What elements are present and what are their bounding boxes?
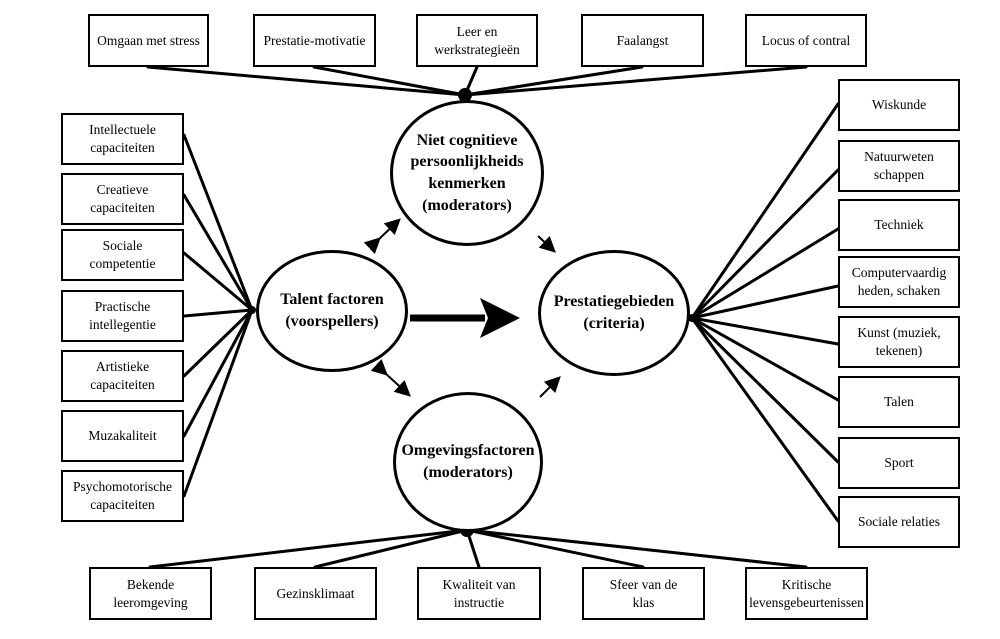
- top-box-locus-of-control: Locus of contral: [745, 14, 867, 67]
- top-hub-dot: [458, 88, 472, 102]
- prestatiegebieden-label: Prestatiegebieden (criteria): [553, 293, 675, 332]
- top-box-leer-en-werkstrategieen: Leer en werkstrategieën: [416, 14, 538, 67]
- left-box-intellectuele-capaciteiten: Intellectuele capaciteiten: [61, 113, 184, 165]
- bottom-box-kritische-levensgebeurtenissen: Kritische levensgebeurtenissen: [745, 567, 868, 620]
- top-box-faalangst: Faalangst: [581, 14, 704, 67]
- right-box-techniek: Techniek: [838, 199, 960, 251]
- left-box-psychomotorische-capaciteiten: Psychomotorische capaciteiten: [61, 470, 184, 522]
- top-box-prestatie-motivatie: Prestatie-motivatie: [253, 14, 376, 67]
- right-connector-line-7: [690, 316, 840, 523]
- circle-omgevingsfactoren: Omgevingsfactoren (moderators): [393, 392, 543, 532]
- arrow-environment-to-prestatie: [539, 376, 561, 398]
- left-box-sociale-competentie: Sociale competentie: [61, 229, 184, 281]
- top-connector-line-4: [463, 65, 808, 97]
- right-box-sport: Sport: [838, 437, 960, 489]
- left-connector-line-4: [182, 308, 254, 378]
- right-box-sociale-relaties: Sociale relaties: [838, 496, 960, 548]
- talent-factoren-label: Talent factoren (voorspellers): [280, 291, 384, 330]
- left-box-practische-intellegentie: Practische intellegentie: [61, 290, 184, 342]
- top-connector-line-0: [146, 65, 467, 97]
- circle-talent-factoren: Talent factoren (voorspellers): [256, 250, 408, 372]
- top-connector-line-3: [463, 65, 644, 97]
- right-box-wiskunde: Wiskunde: [838, 79, 960, 131]
- arrow-noncognitive-to-prestatie: [537, 235, 556, 253]
- niet-cognitieve-label: Niet cognitieve persoonlijkheids kenmerk…: [410, 131, 524, 214]
- right-connector-line-2: [690, 227, 840, 320]
- top-box-omgaan-met-stress: Omgaan met stress: [88, 14, 209, 67]
- right-box-kunst: Kunst (muziek, tekenen): [838, 316, 960, 368]
- right-connector-line-5: [690, 316, 840, 402]
- right-connector-line-3: [690, 284, 840, 320]
- right-connector-line-6: [690, 316, 840, 464]
- main-arrow-head: [480, 298, 520, 338]
- bottom-box-kwaliteit-van-instructie: Kwaliteit van instructie: [417, 567, 541, 620]
- bottom-box-gezinsklimaat: Gezinsklimaat: [254, 567, 377, 620]
- right-hub-dot: [688, 314, 696, 322]
- bottom-connector-line-4: [465, 528, 808, 569]
- bottom-connector-line-3: [465, 528, 645, 569]
- double-arrow-talent-environment: [370, 359, 411, 397]
- top-connector-line-1: [312, 65, 467, 97]
- left-box-artistieke-capaciteiten: Artistieke capaciteiten: [61, 350, 184, 402]
- left-hub-dot: [248, 306, 256, 314]
- left-connector-line-0: [182, 133, 254, 312]
- bottom-box-sfeer-van-de-klas: Sfeer van de klas: [582, 567, 705, 620]
- left-box-creatieve-capaciteiten: Creatieve capaciteiten: [61, 173, 184, 225]
- left-connector-line-1: [182, 193, 254, 312]
- right-box-computervaardigheden-schaken: Computervaardig heden, schaken: [838, 256, 960, 308]
- left-connector-line-6: [182, 308, 254, 498]
- double-arrow-talent-noncognitive: [363, 218, 401, 255]
- right-connector-line-0: [690, 102, 840, 320]
- right-connector-line-4: [690, 316, 840, 346]
- circle-prestatiegebieden: Prestatiegebieden (criteria): [538, 250, 690, 376]
- right-box-natuurwetenschappen: Natuurweten schappen: [838, 140, 960, 192]
- circle-niet-cognitieve-kenmerken: Niet cognitieve persoonlijkheids kenmerk…: [390, 100, 544, 246]
- bottom-connector-line-1: [313, 528, 469, 569]
- bottom-box-bekende-leeromgeving: Bekende leeromgeving: [89, 567, 212, 620]
- right-connector-line-1: [690, 168, 840, 320]
- left-box-muzakaliteit: Muzakaliteit: [61, 410, 184, 462]
- left-connector-line-2: [182, 251, 254, 312]
- right-box-talen: Talen: [838, 376, 960, 428]
- left-connector-line-3: [182, 308, 254, 318]
- omgevingsfactoren-label: Omgevingsfactoren (moderators): [401, 442, 535, 481]
- bottom-connector-line-0: [148, 528, 469, 569]
- left-connector-line-5: [182, 308, 254, 438]
